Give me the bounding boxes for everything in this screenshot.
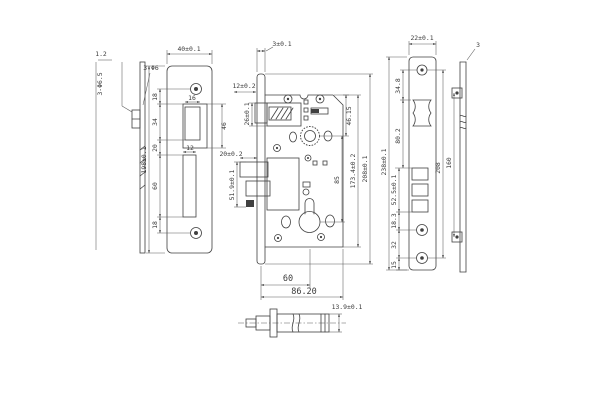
- dim-strike-gap: 20: [151, 144, 159, 152]
- dim-body-latch-h: 26±0.1: [243, 102, 251, 125]
- dim-body-face-h: 208±0.1: [361, 155, 369, 182]
- dim-fp-bolt-hole: 18.3: [390, 213, 398, 229]
- dim-fp-bottom: 15: [390, 261, 398, 269]
- dim-body-face-thickness: 3±0.1: [272, 40, 291, 48]
- dim-body-depth: 86.20: [291, 287, 317, 297]
- dim-strike-cutout-h: 34: [151, 118, 159, 126]
- dim-edge-holes-vertical: 3-Φ6.5: [96, 72, 104, 95]
- dim-body-top-to-hub: 46.15: [345, 106, 353, 125]
- dim-edge-holes: 3.Φ6: [143, 64, 159, 72]
- strike-plate-edge-view: 1.2 3-Φ6.5 3.Φ6: [95, 50, 159, 254]
- dim-fp-width: 22±0.1: [410, 34, 433, 42]
- lock-body-view: 3±0.1 12±0.2 26±0.1 20±0.2 51.9±0.1 46.1…: [219, 40, 373, 300]
- dim-fp-height: 238±0.1: [380, 148, 388, 175]
- dim-body-case-h: 173.4±0.2: [349, 154, 357, 189]
- faceplate-side-profile: 3: [451, 41, 480, 273]
- dim-fp-hole-latch: 34.8: [394, 78, 402, 94]
- dim-strike-cutout-w: 16: [188, 94, 196, 102]
- dim-strike-top-hole: 18: [151, 93, 159, 101]
- dim-strike-lower-w: 12: [186, 144, 194, 152]
- dim-edge-thickness: 1.2: [95, 50, 107, 58]
- dim-fp-outer-span: 208: [434, 162, 442, 174]
- dim-body-bolt-h: 51.9±0.1: [228, 169, 236, 200]
- dim-fp-latch-bolts: 80.2: [394, 128, 402, 144]
- dim-fp-inner-span: 160: [445, 157, 453, 169]
- latch-bolt-detail: 13.9±0.1: [238, 303, 363, 338]
- dim-strike-lower-h: 60: [151, 182, 159, 190]
- dim-fp-hole-spacing: 32: [390, 241, 398, 249]
- dim-strike-width: 40±0.1: [177, 45, 200, 53]
- dim-body-latch-w: 12±0.2: [232, 82, 255, 90]
- dim-body-bolt-throw: 20±0.2: [219, 150, 242, 158]
- dim-profile-thickness: 3: [476, 41, 480, 49]
- dim-latch-height: 13.9±0.1: [332, 303, 363, 311]
- faceplate-front-view: 22±0.1 238±0.1 34.8 80.2 52.5±0.1 18.3 3…: [380, 34, 455, 271]
- dim-body-backset: 60: [283, 274, 293, 284]
- dim-strike-bottom-hole: 18: [151, 221, 159, 229]
- dim-fp-bolt-section: 52.5±0.1: [390, 174, 398, 205]
- dim-strike-right-h: 46: [220, 122, 228, 130]
- dim-body-hub-to-cyl: 85: [333, 176, 341, 184]
- dim-strike-height: 198±0.1: [140, 146, 148, 173]
- strike-plate-front-view: 40±0.1 198±0.1 18 34 20 60 18 16 12 46: [140, 45, 228, 254]
